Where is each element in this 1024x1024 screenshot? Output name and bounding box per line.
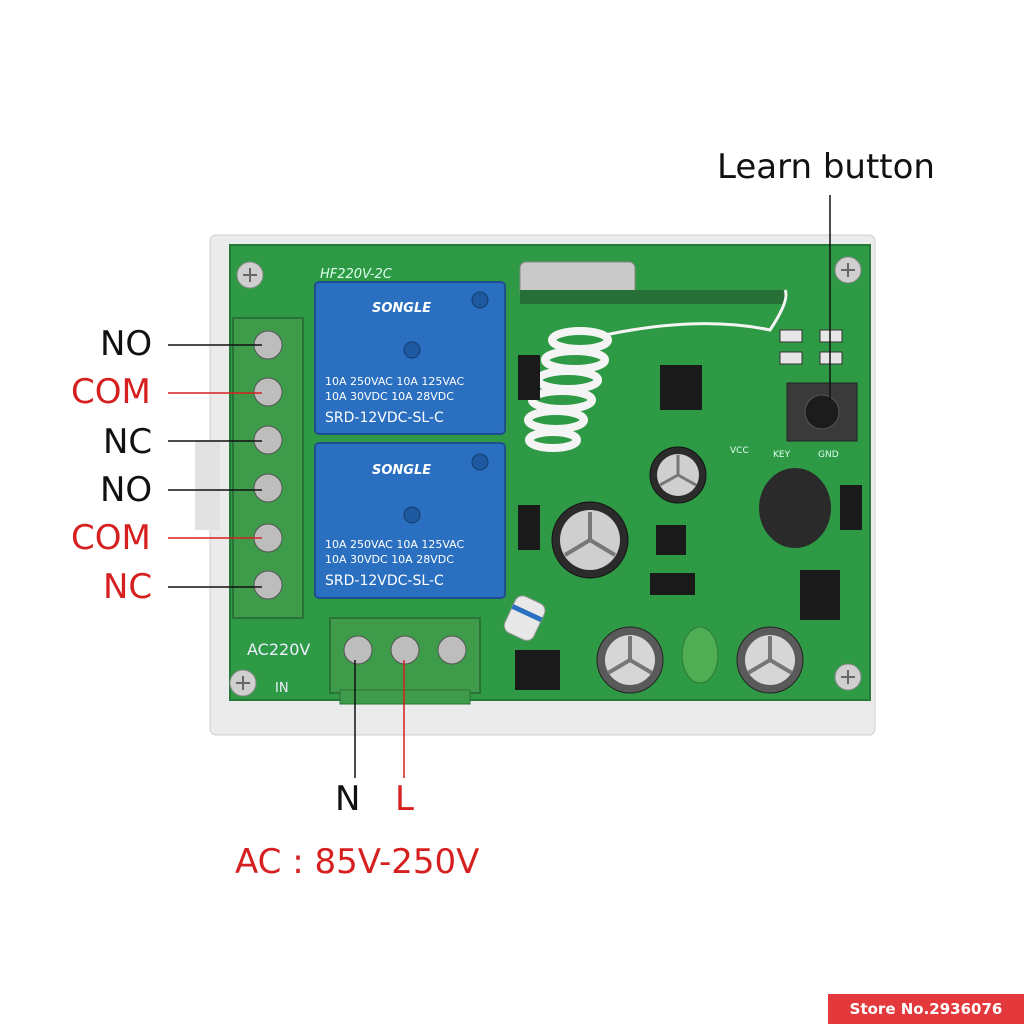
ic-chip xyxy=(660,365,702,410)
ic-chip xyxy=(800,570,840,620)
output-terminal-block xyxy=(232,317,304,619)
regulator xyxy=(656,525,686,555)
capacitor xyxy=(649,446,707,504)
vcc-label: VCC xyxy=(730,446,749,456)
terminal-label-no: NO xyxy=(100,324,153,364)
relay-rating-line: 10A 250VAC 10A 125VAC xyxy=(325,375,465,388)
terminal-label-nc: NC xyxy=(103,422,153,462)
antenna-coil xyxy=(524,327,612,452)
case-tab xyxy=(195,440,220,530)
in-label: IN xyxy=(275,681,289,696)
terminal-label-nc: NC xyxy=(103,567,153,607)
key-label: KEY xyxy=(773,450,791,460)
ac-input-label: AC220V xyxy=(247,640,310,659)
relay-model: SRD-12VDC-SL-C xyxy=(325,410,444,426)
screw-icon xyxy=(229,669,257,697)
store-watermark: Store No.2936076 xyxy=(828,994,1024,1024)
buzzer xyxy=(759,468,831,548)
relay-brand: SONGLE xyxy=(372,301,431,316)
relay-rating-line: 10A 30VDC 10A 28VDC xyxy=(325,390,454,403)
learn-button-callout: Learn button xyxy=(717,147,935,187)
resistor xyxy=(503,595,546,641)
board-model-text: HF220V-2C xyxy=(320,267,393,282)
callout-lines xyxy=(168,195,831,778)
neutral-label: N xyxy=(335,779,361,819)
live-label: L xyxy=(395,779,414,819)
bridge-rectifier xyxy=(515,650,560,690)
inductor xyxy=(681,626,719,684)
terminal-label-com: COM xyxy=(71,372,151,412)
capacitor xyxy=(736,626,804,694)
terminal-screws xyxy=(253,330,283,600)
screw-icon xyxy=(834,663,862,691)
terminal-label-com: COM xyxy=(71,518,151,558)
ac-voltage-range: AC : 85V-250V xyxy=(235,842,480,882)
relay-model: SRD-12VDC-SL-C xyxy=(325,573,444,589)
screw-icon xyxy=(236,261,264,289)
screw-icon xyxy=(834,256,862,284)
relay-rating-line: 10A 250VAC 10A 125VAC xyxy=(325,538,465,551)
relay-brand: SONGLE xyxy=(372,463,431,478)
capacitor xyxy=(596,626,664,694)
rf-module xyxy=(520,290,785,304)
terminal-label-no: NO xyxy=(100,470,153,510)
gnd-label: GND xyxy=(818,450,839,460)
capacitor xyxy=(551,501,629,579)
relay-rating-line: 10A 30VDC 10A 28VDC xyxy=(325,553,454,566)
